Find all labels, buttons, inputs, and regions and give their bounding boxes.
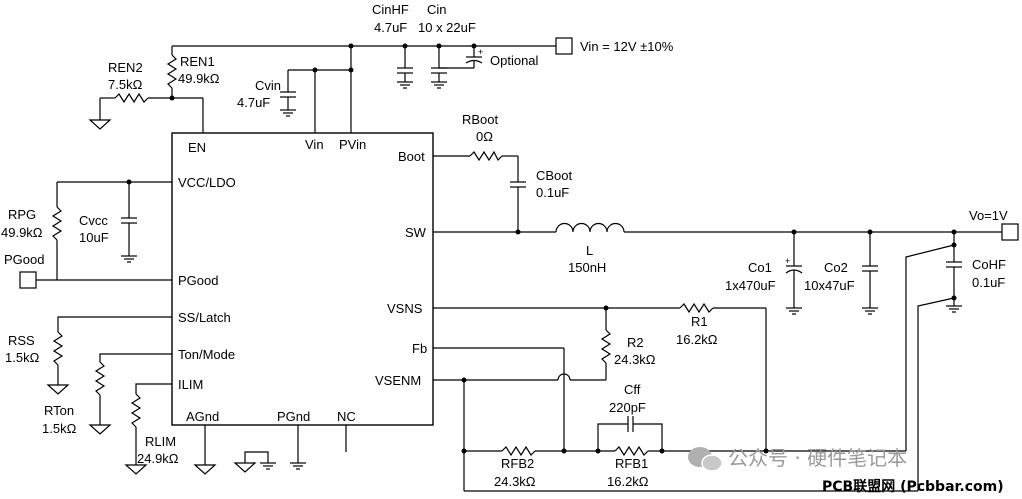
pgood-port bbox=[19, 271, 37, 289]
cinhf-value: 4.7uF bbox=[374, 20, 407, 35]
rfb2-resistor bbox=[464, 445, 598, 457]
co1-capacitor: + bbox=[785, 232, 803, 315]
agnd-connection bbox=[194, 425, 216, 475]
pin-agnd-label: AGnd bbox=[186, 409, 219, 424]
watermark-text: 公众号 · 硬件笔记本 bbox=[728, 446, 907, 470]
vout-sense-negative-wire bbox=[917, 297, 955, 491]
pin-boot-label: Boot bbox=[398, 149, 425, 164]
rss-resistor bbox=[47, 316, 172, 395]
rpg-name: RPG bbox=[8, 207, 36, 222]
cohf-name: CoHF bbox=[972, 257, 1006, 272]
pin-vcc-label: VCC/LDO bbox=[178, 175, 236, 190]
pin-ss-label: SS/Latch bbox=[178, 310, 231, 325]
vout-port bbox=[1001, 223, 1019, 241]
pin-sw-label: SW bbox=[405, 225, 427, 240]
agnd-pgnd-tie bbox=[234, 451, 277, 473]
svg-text:+: + bbox=[478, 47, 483, 57]
ren2-name: REN2 bbox=[108, 60, 143, 75]
controller-ic bbox=[171, 132, 434, 426]
co2-name: Co2 bbox=[824, 260, 848, 275]
cff-name: Cff bbox=[624, 382, 641, 397]
cvcc-value: 10uF bbox=[79, 230, 109, 245]
co1-value: 1x470uF bbox=[725, 278, 776, 293]
pin-pvin-label: PVin bbox=[339, 137, 366, 152]
cvin-value: 4.7uF bbox=[237, 95, 270, 110]
rss-value: 1.5kΩ bbox=[5, 350, 40, 365]
rton-resistor bbox=[89, 353, 172, 435]
co2-value: 10x47uF bbox=[804, 278, 855, 293]
rboot-resistor bbox=[433, 150, 519, 182]
ren1-value: 49.9kΩ bbox=[178, 71, 220, 86]
cboot-name: CBoot bbox=[536, 168, 573, 183]
r1-resistor bbox=[679, 302, 767, 451]
cin-name: Cin bbox=[427, 2, 447, 17]
rlim-value: 24.9kΩ bbox=[137, 451, 179, 466]
rss-name: RSS bbox=[8, 333, 35, 348]
rfb1-value: 16.2kΩ bbox=[607, 474, 649, 489]
pin-vsenm-label: VSENM bbox=[375, 373, 421, 388]
rboot-name: RBoot bbox=[462, 112, 499, 127]
cin-capacitor bbox=[430, 46, 448, 89]
r2-value: 24.3kΩ bbox=[614, 352, 656, 367]
rfb2-value: 24.3kΩ bbox=[494, 474, 536, 489]
cvcc-name: Cvcc bbox=[79, 213, 108, 228]
cvcc-capacitor bbox=[120, 182, 138, 263]
svg-text:+: + bbox=[785, 256, 790, 266]
pin-ton-label: Ton/Mode bbox=[178, 347, 235, 362]
pin-vsns-label: VSNS bbox=[387, 301, 423, 316]
rpg-resistor bbox=[51, 182, 63, 280]
pin-pgnd-label: PGnd bbox=[277, 409, 310, 424]
co2-capacitor bbox=[861, 232, 879, 315]
pin-ilim-label: ILIM bbox=[178, 377, 203, 392]
vout-sense-positive-wire bbox=[905, 244, 955, 451]
cin-value: 10 x 22uF bbox=[418, 20, 476, 35]
cohf-capacitor bbox=[945, 232, 963, 313]
inductor-value: 150nH bbox=[568, 260, 606, 275]
inductor-name: L bbox=[586, 243, 593, 258]
ren2-value: 7.5kΩ bbox=[108, 77, 143, 92]
cvin-capacitor bbox=[279, 67, 354, 133]
ren1-name: REN1 bbox=[180, 54, 215, 69]
pin-vin-label: Vin bbox=[305, 137, 324, 152]
rboot-value: 0Ω bbox=[476, 129, 493, 144]
pgnd-connection bbox=[289, 425, 307, 470]
cohf-value: 0.1uF bbox=[972, 275, 1005, 290]
rfb1-name: RFB1 bbox=[615, 456, 648, 471]
cvin-name: Cvin bbox=[255, 78, 281, 93]
optional-bulk-capacitor: + bbox=[439, 46, 483, 69]
cinhf-capacitor bbox=[396, 46, 414, 89]
cboot-capacitor bbox=[510, 181, 526, 235]
wechat-watermark: 公众号 · 硬件笔记本 bbox=[688, 446, 907, 472]
rpg-value: 49.9kΩ bbox=[1, 225, 43, 240]
rton-value: 1.5kΩ bbox=[42, 421, 77, 436]
output-inductor bbox=[555, 222, 625, 233]
pin-fb-label: Fb bbox=[412, 341, 427, 356]
rlim-resistor bbox=[125, 383, 172, 475]
cff-capacitor bbox=[597, 416, 663, 451]
rlim-name: RLIM bbox=[145, 434, 176, 449]
pin-nc-label: NC bbox=[337, 409, 356, 424]
r1-value: 16.2kΩ bbox=[676, 332, 718, 347]
cinhf-name: CinHF bbox=[372, 2, 409, 17]
cff-value: 220pF bbox=[609, 400, 646, 415]
co1-name: Co1 bbox=[748, 260, 772, 275]
r1-name: R1 bbox=[691, 314, 708, 329]
optional-label: Optional bbox=[490, 53, 539, 68]
site-watermark: PCB联盟网 (Pcbbar.com) bbox=[822, 479, 1004, 495]
vin-port bbox=[555, 37, 573, 55]
pin-en-label: EN bbox=[188, 140, 206, 155]
vin-rail-label: Vin = 12V ±10% bbox=[580, 39, 674, 54]
rton-name: RTon bbox=[44, 403, 74, 418]
r2-name: R2 bbox=[627, 335, 644, 350]
pgood-port-label: PGood bbox=[4, 252, 44, 267]
r2-resistor bbox=[464, 308, 612, 381]
pin-pgood-label: PGood bbox=[178, 273, 218, 288]
ren1-resistor bbox=[166, 46, 204, 133]
cboot-value: 0.1uF bbox=[536, 185, 569, 200]
vout-label: Vo=1V bbox=[969, 208, 1008, 223]
rfb2-name: RFB2 bbox=[501, 456, 534, 471]
ren2-resistor bbox=[89, 92, 172, 130]
